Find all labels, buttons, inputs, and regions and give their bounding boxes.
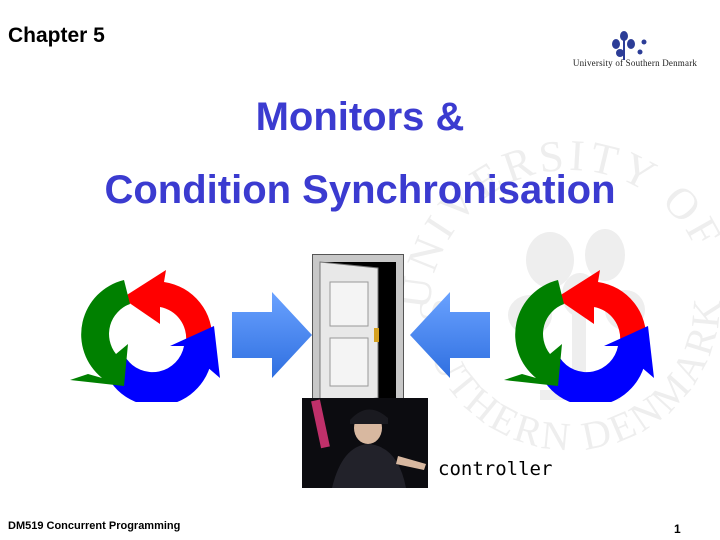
controller-photo bbox=[302, 398, 428, 488]
right-arrow-icon bbox=[232, 292, 312, 378]
slide-title-line1: Monitors & bbox=[255, 95, 465, 139]
university-logo-text: University of Southern Denmark bbox=[572, 58, 698, 68]
cycle-arrows-icon bbox=[504, 270, 654, 402]
controller-label: controller bbox=[438, 458, 553, 480]
left-arrow-icon bbox=[410, 292, 490, 378]
footer-course: DM519 Concurrent Programming bbox=[8, 520, 181, 532]
door-icon bbox=[312, 254, 404, 404]
page-number: 1 bbox=[674, 522, 681, 536]
chapter-label: Chapter 5 bbox=[8, 24, 105, 47]
logo-flower-icon bbox=[612, 31, 647, 60]
slide-title-line2: Condition Synchronisation bbox=[104, 168, 616, 212]
cycle-arrows-icon bbox=[70, 270, 220, 402]
